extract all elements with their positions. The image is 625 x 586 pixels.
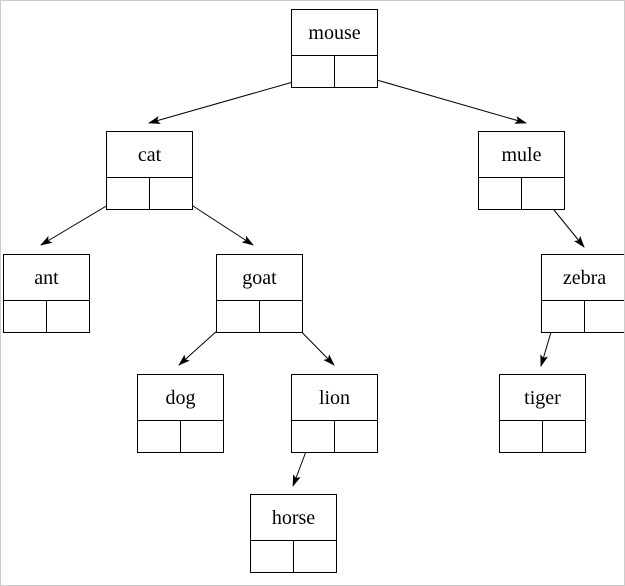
node-label: tiger — [500, 375, 585, 421]
node-label: cat — [107, 132, 192, 178]
node-pointer-right-null — [335, 421, 377, 452]
tree-node-cat[interactable]: cat — [106, 131, 193, 210]
node-pointer-left-to-ant — [107, 178, 150, 209]
tree-node-horse[interactable]: horse — [250, 494, 337, 573]
node-label: mouse — [292, 10, 377, 56]
node-pointer-left-null — [479, 178, 522, 209]
node-pointer-row — [138, 421, 223, 452]
node-label: horse — [251, 495, 336, 541]
node-pointer-right-to-goat — [150, 178, 192, 209]
tree-node-mouse[interactable]: mouse — [291, 9, 378, 88]
node-pointer-left-null — [138, 421, 181, 452]
node-pointer-row — [251, 541, 336, 572]
tree-node-lion[interactable]: lion — [291, 374, 378, 453]
tree-node-dog[interactable]: dog — [137, 374, 224, 453]
node-pointer-right-null — [543, 421, 585, 452]
node-label: zebra — [542, 255, 624, 301]
node-label: goat — [217, 255, 302, 301]
node-label: mule — [479, 132, 564, 178]
node-label: dog — [138, 375, 223, 421]
node-pointer-right-to-mule — [335, 56, 377, 87]
node-pointer-row — [292, 56, 377, 87]
node-pointer-row — [217, 301, 302, 332]
node-pointer-left-null — [4, 301, 47, 332]
node-label: ant — [4, 255, 89, 301]
node-pointer-left-to-tiger — [542, 301, 585, 332]
node-pointer-right-to-zebra — [522, 178, 564, 209]
tree-node-zebra[interactable]: zebra — [541, 254, 624, 333]
node-pointer-row — [542, 301, 624, 332]
node-pointer-row — [4, 301, 89, 332]
node-label: lion — [292, 375, 377, 421]
node-pointer-left-to-horse — [292, 421, 335, 452]
node-pointer-right-null — [294, 541, 336, 572]
node-pointer-row — [479, 178, 564, 209]
node-pointer-left-to-cat — [292, 56, 335, 87]
tree-node-mule[interactable]: mule — [478, 131, 565, 210]
node-pointer-row — [500, 421, 585, 452]
tree-node-tiger[interactable]: tiger — [499, 374, 586, 453]
node-pointer-right-to-lion — [260, 301, 302, 332]
node-pointer-right-null — [181, 421, 223, 452]
tree-node-ant[interactable]: ant — [3, 254, 90, 333]
node-pointer-left-null — [251, 541, 294, 572]
node-pointer-left-to-dog — [217, 301, 260, 332]
node-pointer-row — [107, 178, 192, 209]
node-pointer-right-null — [585, 301, 624, 332]
node-pointer-right-null — [47, 301, 89, 332]
node-pointer-left-null — [500, 421, 543, 452]
node-pointer-row — [292, 421, 377, 452]
tree-node-goat[interactable]: goat — [216, 254, 303, 333]
